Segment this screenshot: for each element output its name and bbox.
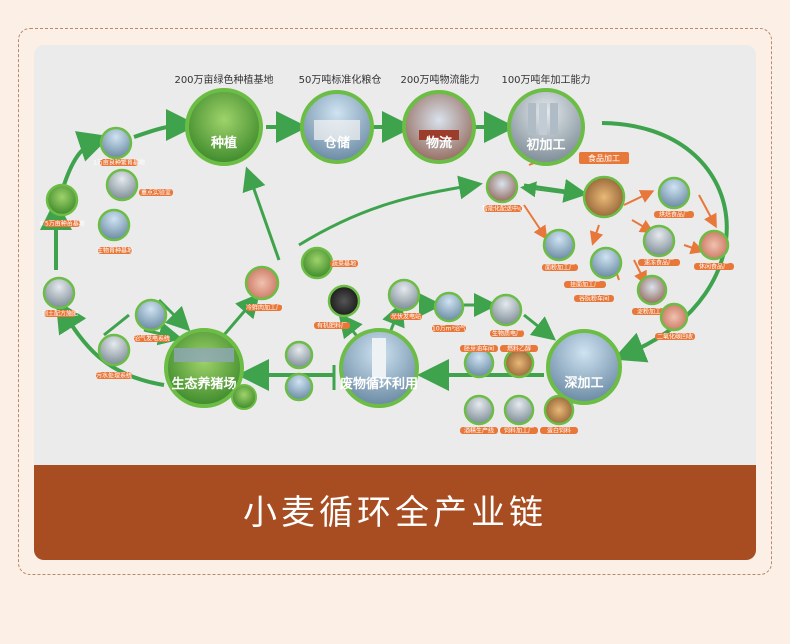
node-waste: 废物循环利用 bbox=[339, 328, 419, 408]
label-processing: 100万吨年加工能力 bbox=[501, 73, 590, 86]
node-seed-company: 4.5万亩种苗基地 bbox=[39, 183, 85, 228]
arrow-power-deep bbox=[523, 313, 557, 341]
food-processing-text: 食品加工 bbox=[588, 153, 620, 163]
node-primary-label: 初加工 bbox=[526, 137, 565, 153]
arrow-bread-snack bbox=[698, 194, 717, 229]
node-waste-a bbox=[284, 340, 314, 370]
pill-ethanol: 燃料乙醇 bbox=[507, 345, 531, 353]
node-lab: 重点实验室 bbox=[105, 168, 173, 202]
node-planting: 种植 bbox=[185, 88, 263, 166]
pill-clean-field: 测土配方施肥 bbox=[42, 310, 78, 318]
node-biogas: 沼气发电系统 bbox=[134, 298, 170, 343]
arrow-food-frozen bbox=[631, 219, 655, 234]
pill-solar: 光伏发电站 bbox=[391, 313, 421, 321]
pill-seed-company: 4.5万亩种苗基地 bbox=[39, 220, 85, 228]
pill-sewage: 污水处理系统 bbox=[96, 372, 132, 380]
pill-snack: 休闲食品厂 bbox=[699, 263, 729, 271]
pill-noodle: 挂面加工厂 bbox=[570, 281, 600, 289]
pill-greenhouse: 蔬菜基地 bbox=[332, 260, 356, 268]
node-biogas2: 10万m³沼气 bbox=[432, 291, 466, 333]
node-deep: 深加工 bbox=[546, 329, 622, 405]
pill-bread: 烘焙食品厂 bbox=[659, 211, 689, 219]
node-starch: 淀粉加工厂 bbox=[632, 274, 672, 316]
title-banner bbox=[34, 465, 756, 560]
node-logistics-label: 物流 bbox=[426, 135, 452, 151]
arrow-meat-planting bbox=[242, 166, 281, 261]
label-granary: 50万吨标准化粮仓 bbox=[299, 73, 382, 86]
label-planting-base: 200万亩绿色种植基地 bbox=[174, 73, 273, 86]
node-planting-label: 种植 bbox=[210, 135, 237, 151]
pill-flour: 面粉加工厂 bbox=[545, 264, 575, 272]
node-meat: 冷鲜肉加工厂 bbox=[244, 265, 282, 312]
node-solar: 光伏发电站 bbox=[387, 278, 422, 321]
node-farm-label: 生态养猪场 bbox=[171, 376, 236, 392]
food-processing-tag: 食品加工 bbox=[579, 152, 629, 164]
node-frozen: 速冻食品厂 bbox=[638, 224, 680, 267]
node-greenhouse: 蔬菜基地 bbox=[300, 246, 358, 280]
node-oil: 胚芽油车间 bbox=[460, 345, 498, 379]
arrow-food-noodle bbox=[589, 224, 604, 246]
node-bread: 烘焙食品厂 bbox=[654, 176, 694, 219]
node-power: 生物质电厂 bbox=[489, 293, 524, 338]
node-smart-center: 智能化配送中心 bbox=[482, 170, 524, 213]
node-storage: 仓储 bbox=[300, 90, 374, 164]
pill-breeding-base: 1万亩良种繁育基地 bbox=[93, 159, 145, 167]
node-waste-b bbox=[284, 372, 314, 402]
pill-smart-center: 智能化配送中心 bbox=[482, 205, 524, 213]
node-gluten-pill: 谷朊粉车间 bbox=[574, 295, 614, 303]
node-alcohol: 酒精生产线 bbox=[460, 394, 498, 435]
pill-feed: 饲料加工厂 bbox=[504, 427, 534, 435]
node-farm-bottom bbox=[231, 384, 257, 410]
node-waste-label: 废物循环利用 bbox=[340, 376, 418, 392]
node-deep-label: 深加工 bbox=[564, 375, 603, 391]
node-food-main bbox=[582, 175, 626, 219]
node-snack: 休闲食品厂 bbox=[694, 229, 734, 271]
node-clean-field: 测土配方施肥 bbox=[42, 276, 78, 318]
arrow-to-breeding bbox=[62, 131, 111, 186]
node-noodle: 挂面加工厂 bbox=[564, 246, 623, 289]
dashed-frame bbox=[18, 28, 772, 575]
banner-title: 小麦循环全产业链 bbox=[243, 493, 547, 533]
node-flour: 面粉加工厂 bbox=[542, 228, 578, 272]
node-ethanol: 燃料乙醇 bbox=[500, 345, 538, 379]
node-sewage: 污水处理系统 bbox=[96, 333, 132, 380]
pill-frozen: 速冻食品厂 bbox=[644, 259, 674, 267]
arrow-food-center bbox=[520, 181, 580, 198]
arrow-biogas-farm bbox=[157, 298, 191, 332]
arrow-frozen-snack bbox=[683, 240, 705, 255]
node-logistics: 物流 bbox=[402, 90, 476, 164]
node-farm: 生态养猪场 bbox=[164, 328, 244, 408]
pill-starch: 淀粉加工厂 bbox=[637, 308, 667, 316]
node-fertilizer: 有机肥料厂 bbox=[314, 284, 361, 330]
pill-oil: 胚芽油车间 bbox=[464, 345, 494, 353]
node-protein: 蛋白饲料 bbox=[540, 394, 578, 435]
industry-chain-diagram: 200万亩绿色种植基地 50万吨标准化粮仓 200万吨物流能力 100万吨年加工… bbox=[39, 73, 734, 435]
label-logistics: 200万吨物流能力 bbox=[400, 73, 479, 86]
node-breeding-base: 1万亩良种繁育基地 bbox=[93, 126, 145, 167]
node-primary: 初加工 bbox=[507, 88, 585, 166]
node-storage-label: 仓储 bbox=[323, 135, 350, 151]
node-co2: 二氧化碳回收 bbox=[655, 302, 695, 341]
pill-alcohol: 酒精生产线 bbox=[464, 427, 494, 435]
pill-protein: 蛋白饲料 bbox=[547, 427, 571, 435]
pill-co2: 二氧化碳回收 bbox=[657, 333, 693, 341]
pill-meat: 冷鲜肉加工厂 bbox=[246, 304, 282, 312]
pill-power: 生物质电厂 bbox=[492, 330, 522, 338]
pill-bio-seed: 生物育种基地 bbox=[97, 247, 133, 255]
arrow-breeding-planting bbox=[133, 109, 198, 142]
pill-gluten: 谷朊粉车间 bbox=[579, 295, 609, 303]
node-feed: 饲料加工厂 bbox=[500, 394, 538, 435]
arrow-food-bread bbox=[623, 190, 655, 206]
arrow-to-center bbox=[298, 175, 483, 247]
pill-biogas: 沼气发电系统 bbox=[134, 335, 170, 343]
arrow-center-flour bbox=[523, 204, 548, 240]
pill-biogas2: 10万m³沼气 bbox=[432, 325, 466, 333]
arrow-to-starch bbox=[633, 259, 647, 286]
arrow-farm-left bbox=[55, 299, 165, 387]
arrow-left-small bbox=[103, 313, 130, 337]
node-bio-seed: 生物育种基地 bbox=[97, 208, 133, 255]
pill-lab: 重点实验室 bbox=[141, 189, 171, 197]
pill-fertilizer: 有机肥料厂 bbox=[317, 322, 347, 330]
